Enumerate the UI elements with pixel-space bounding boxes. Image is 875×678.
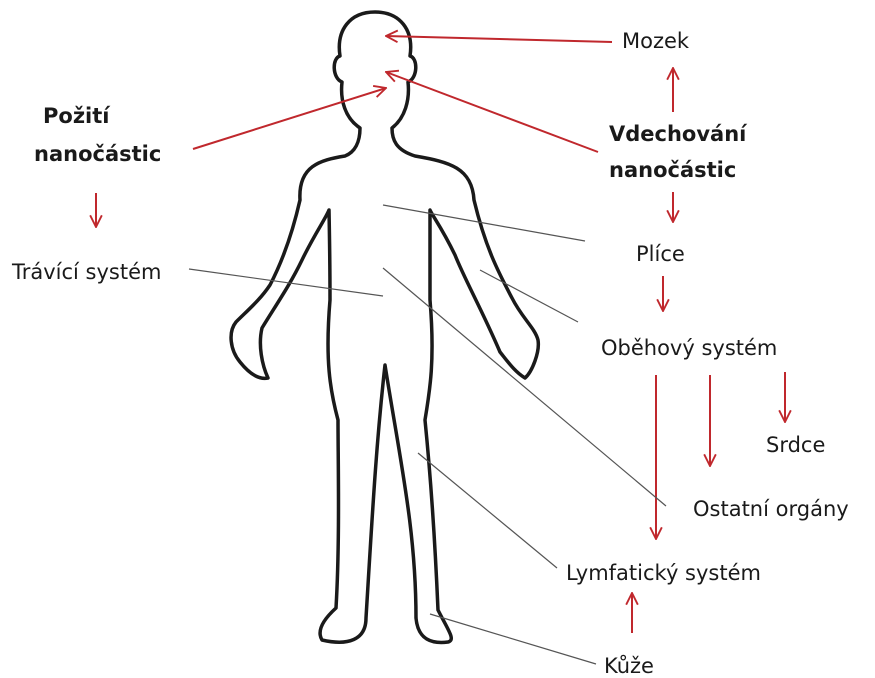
label-heart: Srdce <box>766 433 825 457</box>
label-other-organs: Ostatní orgány <box>693 497 849 521</box>
leader-circulatory <box>480 270 578 322</box>
label-circulatory-system: Oběhový systém <box>601 336 777 360</box>
label-inhalation-line2: nanočástic <box>609 158 736 182</box>
leader-other-organs <box>383 268 666 506</box>
human-body-outline <box>231 12 538 642</box>
label-brain: Mozek <box>622 29 689 53</box>
label-ingestion-line2: nanočástic <box>34 142 161 166</box>
arrow-inhalation-to-head <box>386 72 598 152</box>
label-skin: Kůže <box>604 654 654 678</box>
label-digestive-system: Trávící systém <box>12 260 161 284</box>
label-lymphatic-system: Lymfatický systém <box>566 561 761 585</box>
label-ingestion-line1: Požití <box>43 104 109 128</box>
arrow-to-brain-from-label <box>386 36 612 42</box>
leader-lymphatic <box>418 453 557 568</box>
leader-skin <box>430 614 596 664</box>
label-lungs: Plíce <box>636 242 685 266</box>
label-inhalation-line1: Vdechování <box>609 122 746 146</box>
